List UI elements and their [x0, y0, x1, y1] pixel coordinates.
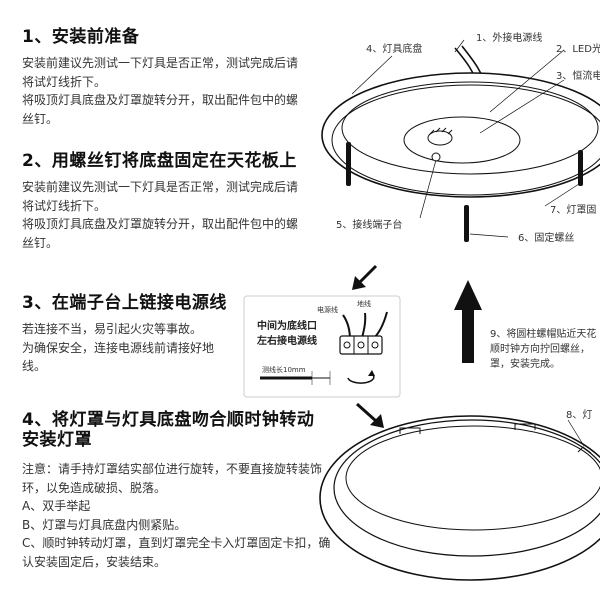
section-3-paragraph: 为确保安全，连接电源线前请接好地线。 — [22, 340, 215, 374]
section-4-body: 注意：请手持灯罩结实部位进行旋转，不要直接旋转装饰环，以免造成破损、脱落。 A、… — [22, 460, 340, 571]
section-4-title-line2: 安装灯罩 — [22, 430, 92, 450]
section-1-body: 安装前建议先测试一下灯具是否正常，测试完成后请将试灯线折下。 将吸顶灯具底盘及灯… — [22, 54, 300, 128]
section-1-title: 1、安装前准备 — [22, 27, 140, 47]
inset-power-wire-label: 电源线 — [317, 305, 338, 314]
arrow-up-icon — [454, 280, 482, 363]
lamp-shade-illustration — [319, 415, 600, 581]
inset-center-text-line2: 左右接电源线 — [256, 334, 317, 347]
arrow-down-left-icon — [352, 264, 378, 290]
label-step9-line2: 顺时钟方向拧回螺丝， — [490, 342, 590, 355]
section-3-body: 若连接不当，易引起火灾等事故。 为确保安全，连接电源线前请接好地线。 — [22, 320, 232, 376]
section-3-paragraph: 若连接不当，易引起火灾等事故。 — [22, 322, 203, 336]
section-4-paragraph: C、顺时钟转动灯罩，直到灯罩完全卡入灯罩固定卡扣，确认安装固定后，安装结束。 — [22, 536, 331, 569]
section-2-paragraph: 安装前建议先测试一下灯具是否正常，测试完成后请将试灯线折下。 — [22, 180, 299, 213]
arrow-down-right-icon — [355, 402, 384, 428]
label-led-light-source: 2、LED光 — [556, 42, 600, 55]
section-2-body: 安装前建议先测试一下灯具是否正常，测试完成后请将试灯线折下。 将吸顶灯具底盘及灯… — [22, 178, 300, 252]
inset-strip-length: 测线长10mm — [262, 365, 306, 374]
section-3-title: 3、在端子台上链接电源线 — [22, 293, 227, 313]
inset-ground-wire-label: 地线 — [357, 299, 371, 308]
label-fixing-screw: 6、固定螺丝 — [518, 231, 574, 244]
label-lamp-shade: 8、灯 — [566, 409, 592, 421]
label-step9-line1: 9、将圆柱螺帽贴近天花 — [490, 327, 596, 340]
label-step9-line3: 罩，安装完成。 — [490, 357, 560, 370]
section-2-title: 2、用螺丝钉将底盘固定在天花板上 — [22, 151, 297, 171]
label-shade-clip: 7、灯罩固 — [550, 204, 596, 216]
section-1-paragraph: 安装前建议先测试一下灯具是否正常，测试完成后请将试灯线折下。 — [22, 56, 299, 89]
section-4-title-line1: 4、将灯罩与灯具底盘吻合顺时钟转动 — [22, 410, 315, 430]
wiring-inset — [243, 295, 401, 398]
label-external-power-cable: 1、外接电源线 — [476, 31, 542, 44]
section-4-paragraph: 注意：请手持灯罩结实部位进行旋转，不要直接旋转装饰环，以免造成破损、脱落。 — [22, 462, 323, 495]
lamp-base-illustration — [321, 39, 600, 242]
section-1-paragraph: 将吸顶灯具底盘及灯罩旋转分开，取出配件包中的螺丝钉。 — [22, 93, 299, 126]
inset-center-text-line1: 中间为底线口 — [257, 319, 317, 332]
section-4-paragraph: B、灯罩与灯具底盘内侧紧贴。 — [22, 517, 187, 532]
label-terminal-block: 5、接线端子台 — [336, 218, 402, 231]
section-4-paragraph: A、双手举起 — [22, 499, 91, 513]
label-lamp-base: 4、灯具底盘 — [366, 42, 422, 55]
section-2-paragraph: 将吸顶灯具底盘及灯罩旋转分开，取出配件包中的螺丝钉。 — [22, 217, 299, 250]
label-constant-current-driver: 3、恒流电 — [556, 69, 600, 82]
